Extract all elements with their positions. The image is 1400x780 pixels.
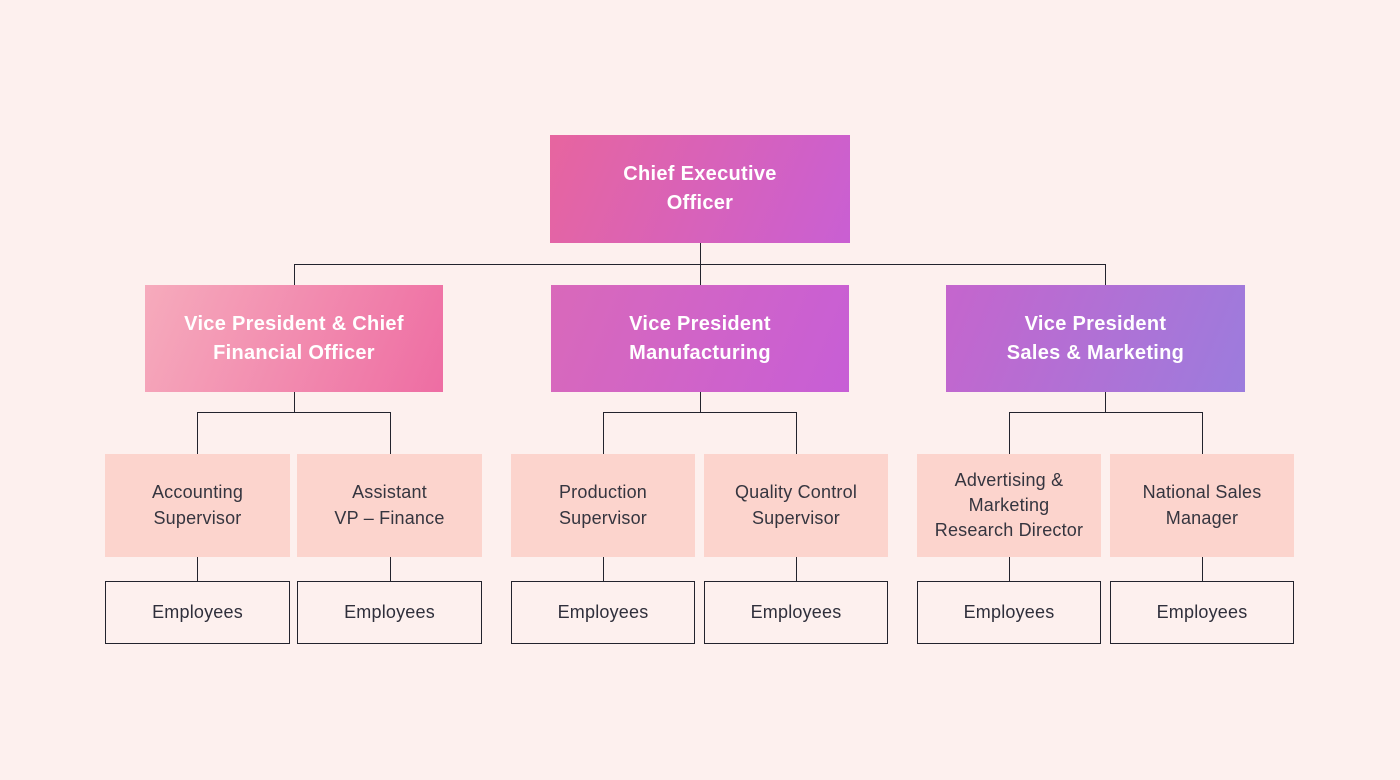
connector-employees-3 — [603, 557, 604, 581]
connector-drop-vp-finance — [294, 264, 295, 285]
connector-drop-accounting — [197, 412, 198, 455]
node-accounting-supervisor-label: Accounting Supervisor — [151, 482, 244, 528]
connector-drop-production — [603, 412, 604, 455]
connector-employees-2 — [390, 557, 391, 581]
node-employees-label: Employees — [344, 602, 435, 622]
node-national-sales-manager[interactable]: National Sales Manager — [1110, 454, 1294, 557]
connector-drop-quality — [796, 412, 797, 455]
connector-sales-stem — [1105, 392, 1106, 412]
connector-drop-vp-sales — [1105, 264, 1106, 285]
connector-finance-stem — [294, 392, 295, 412]
connector-drop-advertising — [1009, 412, 1010, 455]
node-quality-control-supervisor[interactable]: Quality Control Supervisor — [704, 454, 888, 557]
node-employees-label: Employees — [1156, 602, 1248, 622]
node-accounting-supervisor[interactable]: Accounting Supervisor — [105, 454, 290, 557]
node-employees-production[interactable]: Employees — [511, 581, 695, 644]
connector-employees-6 — [1202, 557, 1203, 581]
connector-employees-4 — [796, 557, 797, 581]
node-quality-control-supervisor-label: Quality Control Supervisor — [734, 482, 858, 528]
node-assistant-vp-finance-label: Assistant VP – Finance — [334, 482, 445, 528]
connector-sales-rail — [1009, 412, 1202, 413]
node-advertising-marketing-research-director-label: Advertising & Marketing Research Directo… — [934, 469, 1084, 541]
node-employees-label: Employees — [152, 602, 243, 622]
node-vp-finance[interactable]: Vice President & Chief Financial Officer — [145, 285, 443, 392]
node-production-supervisor-label: Production Supervisor — [558, 482, 648, 528]
node-vp-finance-label: Vice President & Chief Financial Officer — [184, 312, 404, 364]
connector-employees-5 — [1009, 557, 1010, 581]
connector-manufacturing-stem — [700, 392, 701, 412]
node-national-sales-manager-label: National Sales Manager — [1142, 482, 1262, 528]
node-vp-manufacturing-label: Vice President Manufacturing — [629, 312, 771, 364]
node-production-supervisor[interactable]: Production Supervisor — [511, 454, 695, 557]
node-employees-label: Employees — [557, 602, 649, 622]
connector-finance-rail — [197, 412, 390, 413]
node-employees-national-sales[interactable]: Employees — [1110, 581, 1294, 644]
node-employees-assistant-vp[interactable]: Employees — [297, 581, 482, 644]
connector-manufacturing-rail — [603, 412, 796, 413]
node-advertising-marketing-research-director[interactable]: Advertising & Marketing Research Directo… — [917, 454, 1101, 557]
node-assistant-vp-finance[interactable]: Assistant VP – Finance — [297, 454, 482, 557]
connector-drop-national-sales — [1202, 412, 1203, 455]
node-ceo[interactable]: Chief Executive Officer — [550, 135, 850, 243]
node-employees-quality[interactable]: Employees — [704, 581, 888, 644]
node-ceo-label: Chief Executive Officer — [623, 163, 777, 214]
node-employees-label: Employees — [963, 602, 1055, 622]
node-employees-accounting[interactable]: Employees — [105, 581, 290, 644]
node-employees-label: Employees — [750, 602, 842, 622]
node-vp-sales-marketing-label: Vice President Sales & Marketing — [1006, 312, 1185, 364]
connector-employees-1 — [197, 557, 198, 581]
connector-ceo-rail — [294, 264, 1106, 265]
node-vp-sales-marketing[interactable]: Vice President Sales & Marketing — [946, 285, 1245, 392]
node-employees-advertising[interactable]: Employees — [917, 581, 1101, 644]
connector-drop-assistant-vp — [390, 412, 391, 455]
node-vp-manufacturing[interactable]: Vice President Manufacturing — [551, 285, 849, 392]
